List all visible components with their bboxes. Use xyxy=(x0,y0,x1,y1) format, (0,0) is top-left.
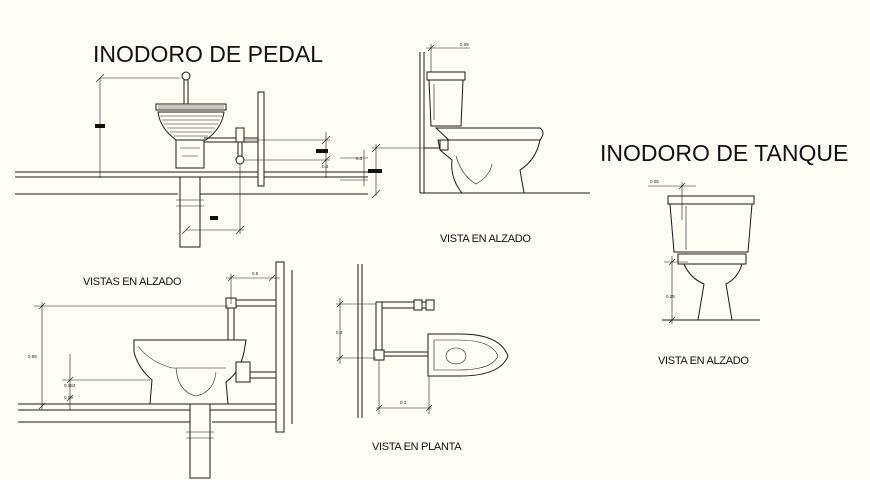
dim-plan-bottom: 0.3 xyxy=(400,400,407,405)
tank-toilet-front-elevation: 0.05 0.25 xyxy=(648,179,760,324)
dim-center-side: 0.3 xyxy=(356,156,363,161)
dim-bl-a: 0.184 xyxy=(64,383,76,388)
tank-toilet-side-elevation: 0.05 0.3 xyxy=(356,42,590,199)
plan-view: 0.3 0.3 xyxy=(336,264,509,418)
label-vistas-en-alzado: VISTAS EN ALZADO xyxy=(83,276,182,288)
label-vista-en-planta: VISTA EN PLANTA xyxy=(372,441,462,453)
dim-right-side: 0.25 xyxy=(666,294,675,299)
dim-bl-side: 0.59 xyxy=(28,354,37,359)
label-vista-en-alzado-right: VISTA EN ALZADO xyxy=(658,355,749,367)
title-inodoro-de-tanque: INODORO DE TANQUE xyxy=(600,140,848,166)
pedal-toilet-elevation: 0.3 xyxy=(15,71,382,248)
title-inodoro-de-pedal: INODORO DE PEDAL xyxy=(93,41,323,67)
dim-bl-top: 0.5 xyxy=(252,271,259,276)
dim-plan-side: 0.3 xyxy=(336,330,343,335)
dim-tank-top: 0.05 xyxy=(460,42,469,47)
dim-pedal-a: 0.3 xyxy=(322,164,329,169)
label-vista-en-alzado-center: VISTA EN ALZADO xyxy=(440,233,531,245)
dim-right-top: 0.05 xyxy=(650,179,659,184)
dim-bl-b: 0.09 xyxy=(64,395,73,400)
pedal-toilet-side-elevation: 0.5 0.59 0.184 0.09 xyxy=(18,261,293,479)
